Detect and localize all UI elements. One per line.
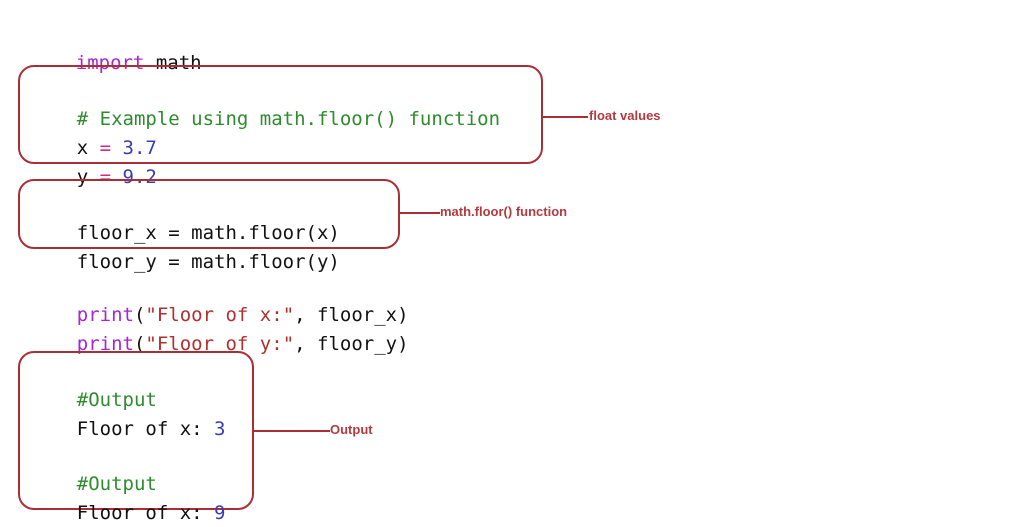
code-line-assign-y: y = 9.2 (31, 134, 157, 221)
keyword-print-x: print (76, 304, 134, 326)
assign-operator-y: = (99, 166, 123, 188)
paren-open-y: ( (133, 333, 146, 355)
module-name-math: math (144, 52, 202, 74)
output-comment-1-text: #Output (76, 389, 157, 411)
comment-text: # Example using math.floor() function (76, 108, 501, 130)
keyword-import: import (75, 52, 145, 74)
floor-y-expression: floor_y = math.floor(y) (76, 251, 340, 273)
callout-box-float-values (18, 65, 543, 164)
string-literal-x: "Floor of x:" (145, 304, 295, 326)
print-args-y: , floor_y) (294, 333, 409, 355)
code-line-print-x: print("Floor of x:", floor_x) (31, 272, 409, 359)
output-line-1: Floor of x: 3 (31, 386, 226, 473)
code-line-assign-x: x = 3.7 (31, 105, 157, 192)
leader-line-math-floor (400, 212, 440, 214)
value-x: 3.7 (122, 137, 157, 159)
leader-line-float-values (543, 116, 588, 118)
output-line-2: Floor of x: 9 (31, 470, 226, 527)
code-line-comment-example: # Example using math.floor() function (31, 76, 500, 163)
variable-y: y (76, 166, 100, 188)
code-line-floor-y: floor_y = math.floor(y) (31, 219, 340, 306)
string-literal-y: "Floor of y:" (145, 333, 295, 355)
callout-box-output (18, 351, 254, 510)
code-line-print-y: print("Floor of y:", floor_y) (31, 301, 409, 388)
assign-operator-x: = (99, 137, 123, 159)
callout-label-output: Output (330, 422, 373, 437)
output-comment-2-text: #Output (76, 473, 157, 495)
callout-label-math-floor: math.floor() function (440, 204, 568, 219)
leader-line-output (254, 430, 330, 432)
output-line-2-value: 9 (214, 502, 226, 524)
output-line-1-label: Floor of x: (76, 418, 215, 440)
callout-box-math-floor (18, 179, 400, 249)
code-line-import: import math (30, 20, 202, 107)
paren-open-x: ( (133, 304, 146, 326)
floor-x-expression: floor_x = math.floor(x) (76, 222, 340, 244)
variable-x: x (76, 137, 100, 159)
output-line-2-label: Floor of x: (76, 502, 215, 524)
keyword-print-y: print (76, 333, 134, 355)
callout-label-float-values: float values (589, 108, 661, 123)
output-comment-1: #Output (31, 357, 157, 444)
value-y: 9.2 (122, 166, 157, 188)
output-line-1-value: 3 (214, 418, 226, 440)
code-line-floor-x: floor_x = math.floor(x) (31, 190, 340, 277)
print-args-x: , floor_x) (294, 304, 409, 326)
output-comment-2: #Output (31, 441, 157, 527)
